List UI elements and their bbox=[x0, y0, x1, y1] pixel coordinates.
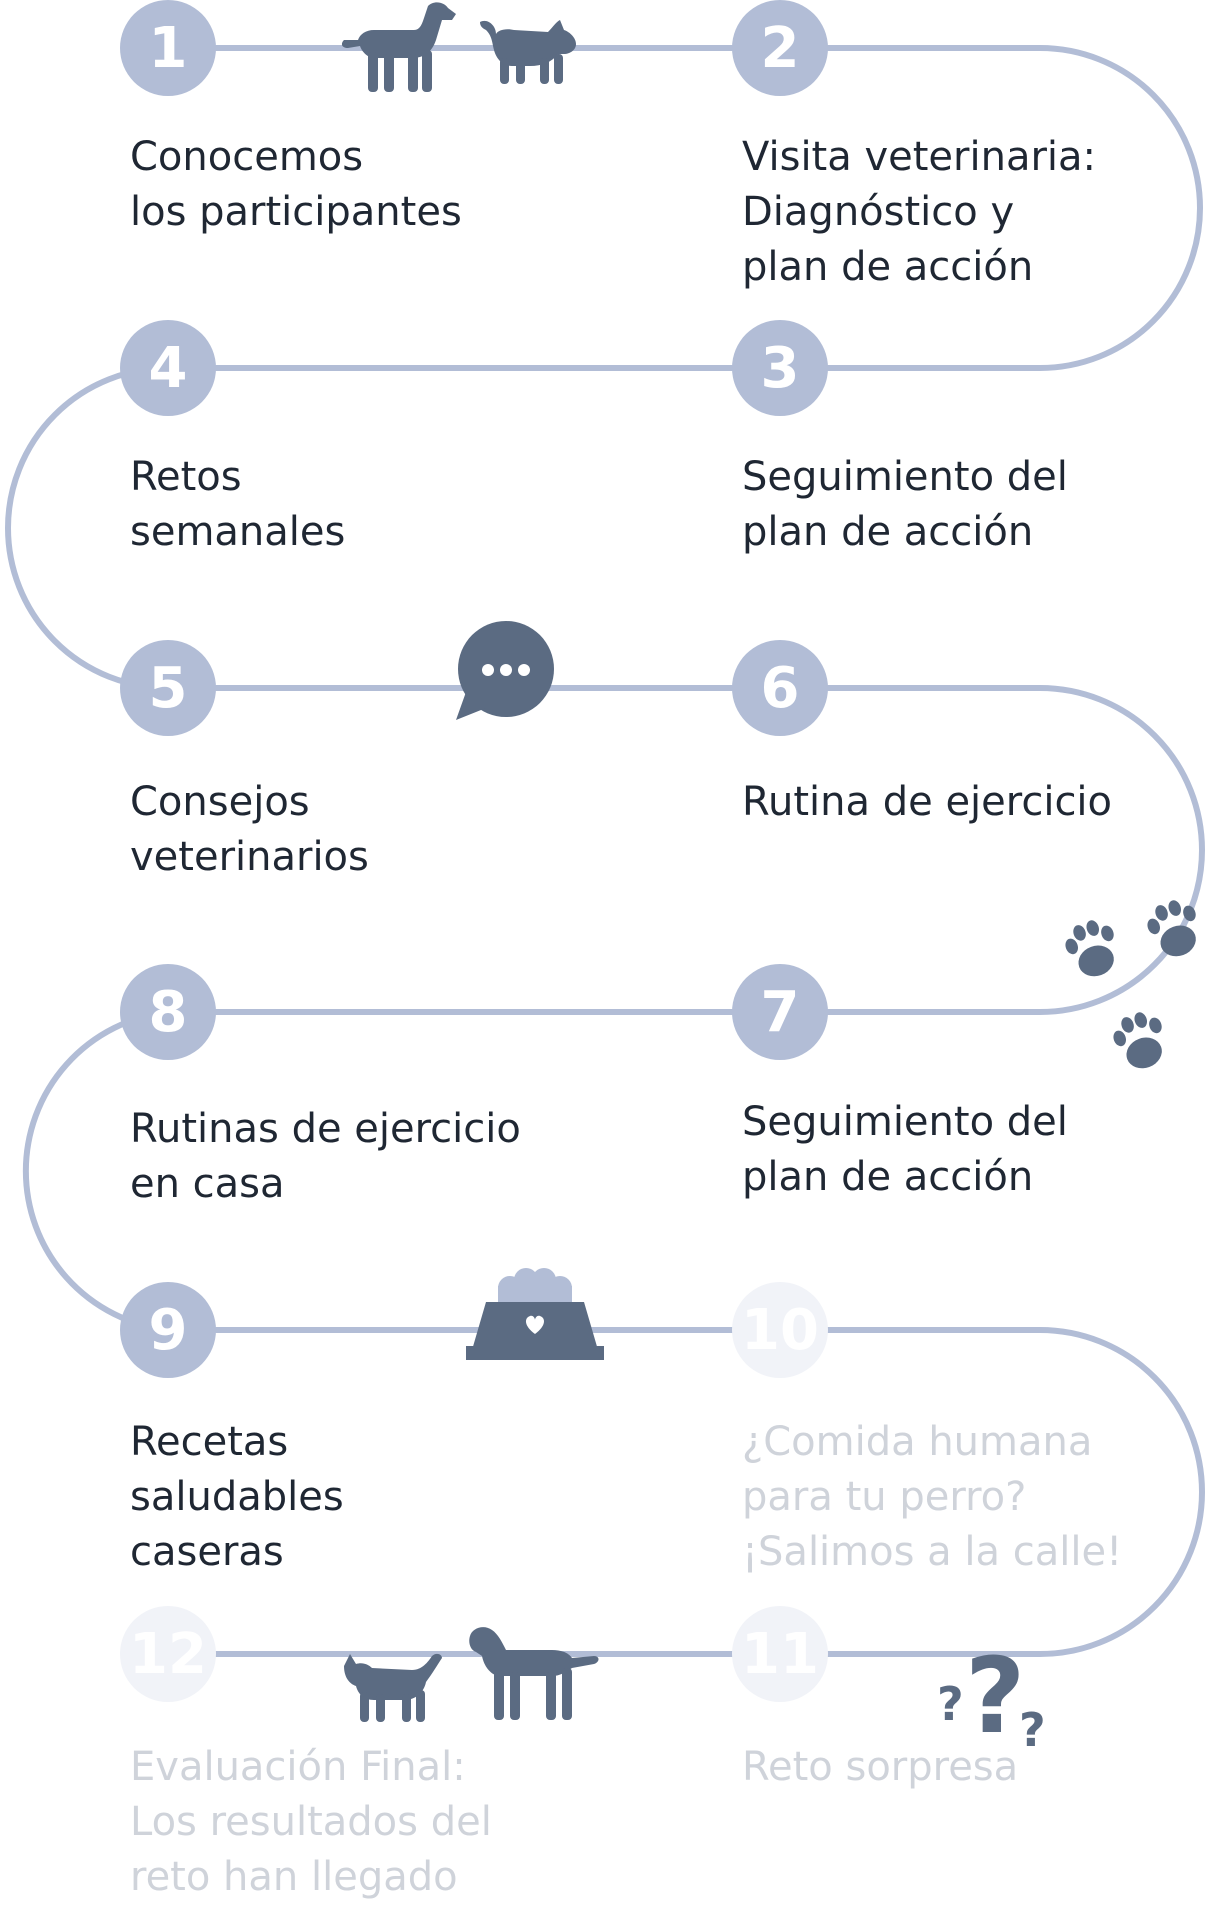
paw-prints-icon bbox=[1065, 900, 1196, 1069]
step-2-number: 2 bbox=[732, 0, 828, 96]
step-6-text: Rutina de ejercicio bbox=[742, 779, 1113, 825]
step-4-number: 4 bbox=[120, 320, 216, 416]
step-5-text: Consejos veterinarios bbox=[130, 779, 369, 880]
step-8-number: 8 bbox=[120, 964, 216, 1060]
step-11-number: 11 bbox=[732, 1606, 828, 1702]
step-9-number: 9 bbox=[120, 1282, 216, 1378]
food-bowl-icon bbox=[466, 1268, 604, 1360]
chat-bubble-icon bbox=[456, 621, 554, 720]
path-left-loop-2 bbox=[22, 1009, 171, 1333]
cat-icon bbox=[480, 20, 576, 84]
step-11-text: Reto sorpresa bbox=[742, 1744, 1019, 1790]
path-row3 bbox=[165, 685, 1205, 1015]
path-row1 bbox=[165, 45, 1203, 371]
step-1-number: 1 bbox=[120, 0, 216, 96]
cat-icon bbox=[344, 1653, 442, 1722]
step-4-text: Retos semanales bbox=[130, 454, 346, 555]
step-1-text: Conocemos los participantes bbox=[130, 134, 462, 235]
svg-text:?: ? bbox=[965, 1648, 1025, 1748]
step-12-number: 12 bbox=[120, 1606, 216, 1702]
question-marks-icon: ? ? ? bbox=[937, 1648, 1046, 1748]
step-10-number: 10 bbox=[732, 1282, 828, 1378]
step-2-text: Visita veterinaria: Diagnóstico y plan d… bbox=[742, 134, 1097, 290]
step-10-text: ¿Comida humana para tu perro? ¡Salimos a… bbox=[742, 1419, 1123, 1575]
step-12-text: Evaluación Final: Los resultados del ret… bbox=[130, 1744, 492, 1900]
step-6-number: 6 bbox=[732, 640, 828, 736]
svg-text:?: ? bbox=[937, 1677, 964, 1731]
path-row5 bbox=[165, 1327, 1205, 1657]
step-7-number: 7 bbox=[732, 964, 828, 1060]
dog-icon bbox=[469, 1627, 599, 1720]
svg-text:?: ? bbox=[1019, 1703, 1046, 1748]
step-9-text: Recetas saludables caseras bbox=[130, 1419, 344, 1575]
path-left-loop-1 bbox=[5, 365, 171, 691]
step-7-text: Seguimiento del plan de acción bbox=[742, 1099, 1068, 1200]
step-8-text: Rutinas de ejercicio en casa bbox=[130, 1106, 521, 1207]
step-3-number: 3 bbox=[732, 320, 828, 416]
dog-icon bbox=[341, 2, 456, 92]
step-5-number: 5 bbox=[120, 640, 216, 736]
step-3-text: Seguimiento del plan de acción bbox=[742, 454, 1068, 555]
